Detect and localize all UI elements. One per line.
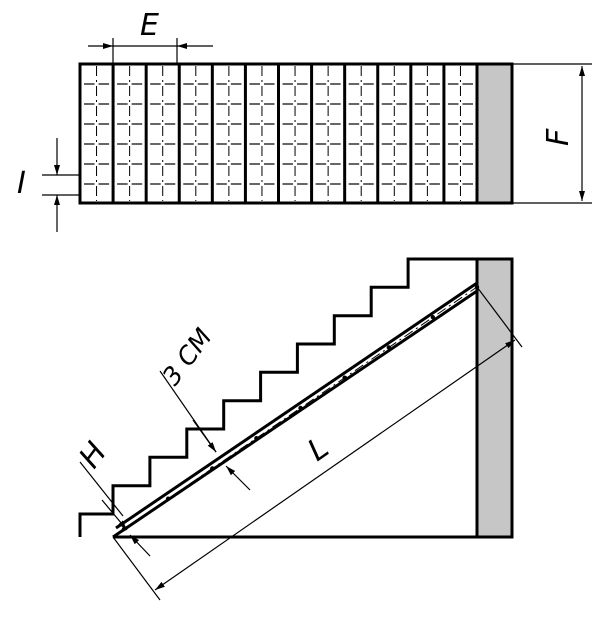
section-wall xyxy=(475,257,514,539)
label-e: E xyxy=(140,8,159,43)
rebar-dot xyxy=(342,375,347,380)
stair-step-profile xyxy=(78,257,477,537)
label-3cm: 3 CM xyxy=(157,323,218,391)
rebar-dot xyxy=(386,345,391,350)
dimension-l: L xyxy=(112,286,523,601)
plan-wall xyxy=(475,62,514,205)
label-f: F xyxy=(541,128,576,146)
rebar-dot xyxy=(210,466,215,471)
plan-view xyxy=(78,62,514,205)
rebar-dot xyxy=(165,496,171,501)
rebar-dot xyxy=(430,315,436,320)
section-view xyxy=(78,257,514,539)
label-i: I xyxy=(17,166,26,201)
dimension-i: I xyxy=(17,138,80,232)
label-l: L xyxy=(302,430,336,468)
plan-outline xyxy=(78,62,514,205)
dimension-3cm: 3 CM xyxy=(157,323,251,491)
rebar-dot xyxy=(254,436,259,441)
rebar-dot xyxy=(298,405,303,411)
dimension-f: F xyxy=(512,63,592,204)
label-h: H xyxy=(72,436,114,475)
dimension-e: E xyxy=(88,8,213,64)
plan-tread-grid xyxy=(84,64,473,203)
